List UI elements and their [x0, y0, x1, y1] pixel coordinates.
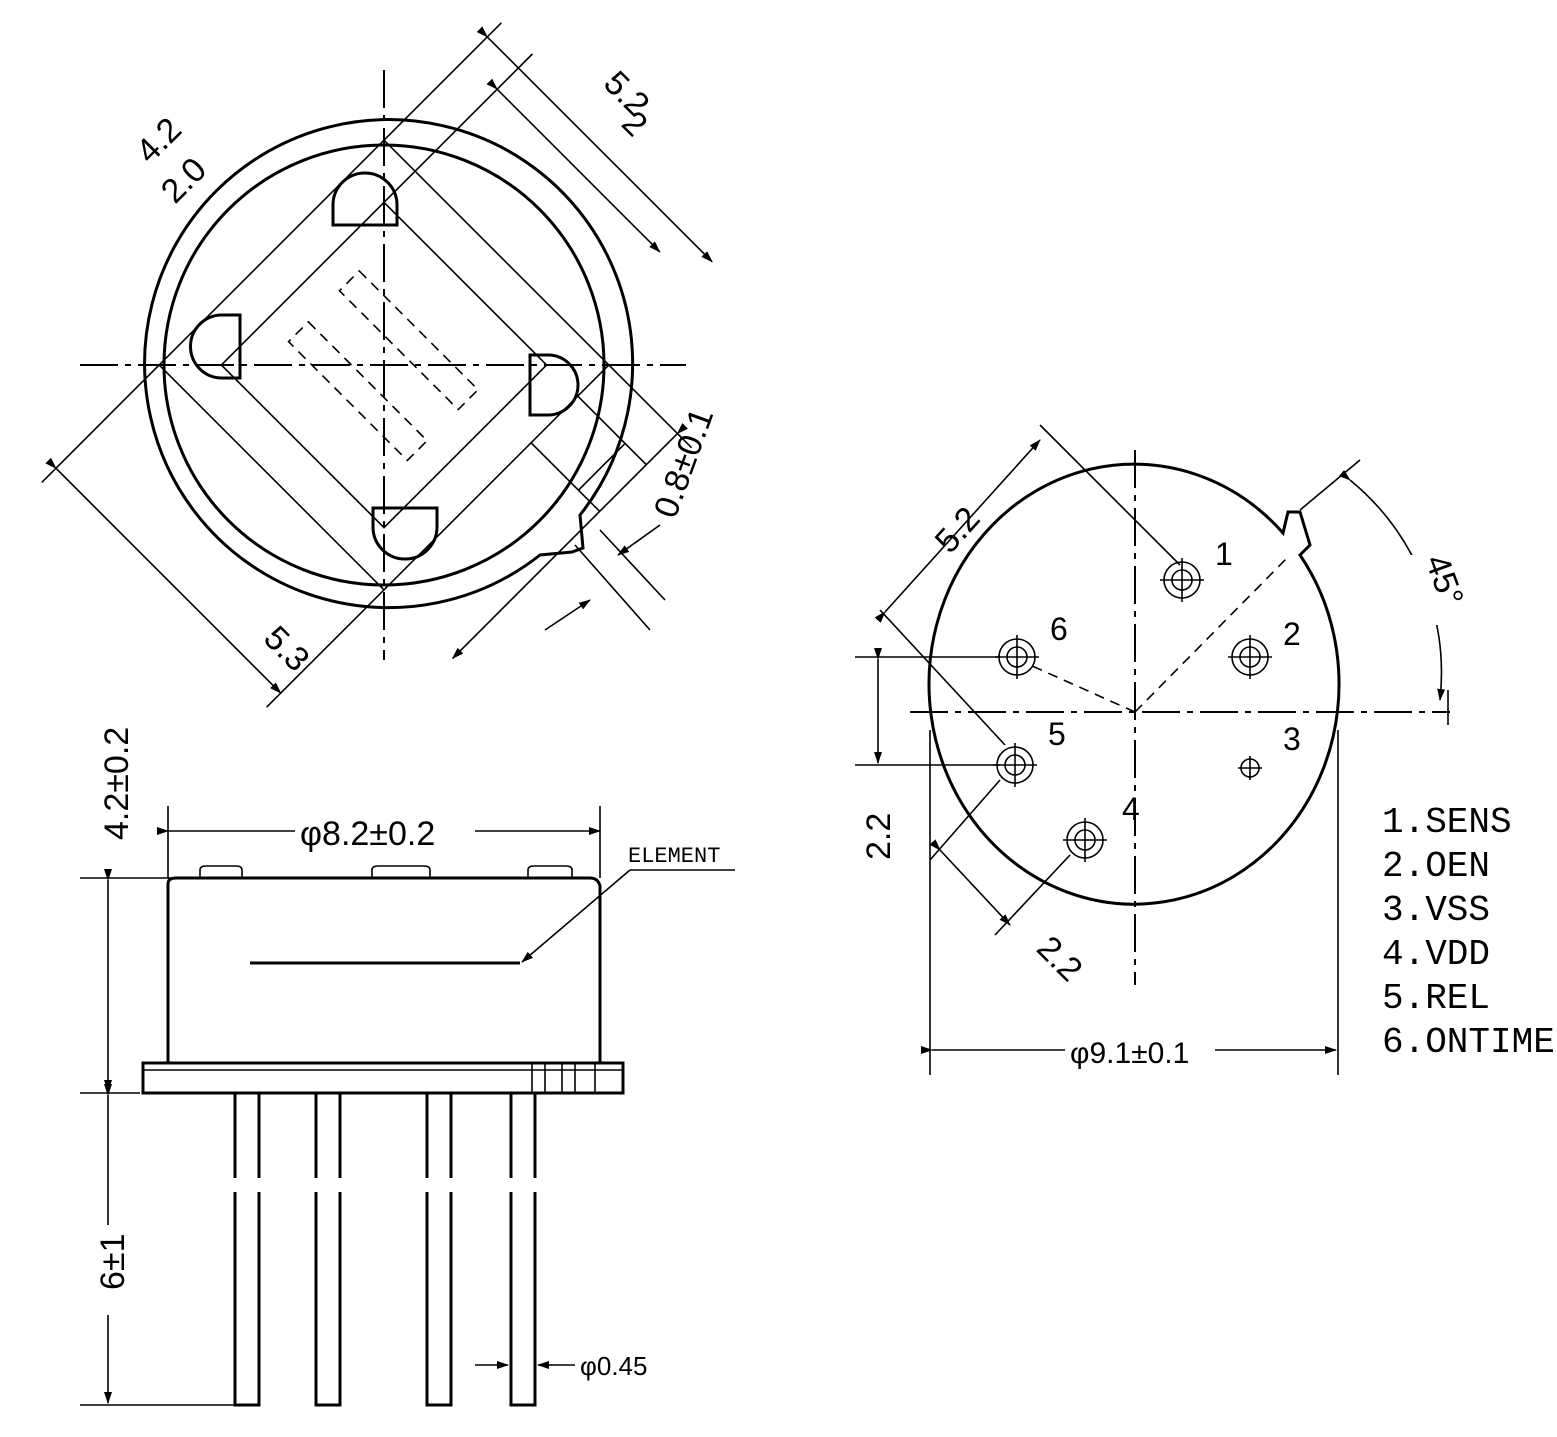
top-view-outer-ring [143, 118, 635, 610]
top-view: 4.2 2.0 5.2 2 0.8±0.1 5.3 [41, 22, 721, 708]
pin-number-3: 3 [1283, 721, 1301, 757]
bottom-view-diameter: φ9.1±0.1 [1070, 1037, 1189, 1070]
bottom-view-pins: 1 2 3 4 5 6 [993, 536, 1301, 862]
top-view-pad-bottom [371, 506, 439, 561]
pin-number-4: 4 [1122, 791, 1140, 827]
top-view-pad-right [528, 353, 580, 417]
legend-item-3: 3.VSS [1382, 890, 1490, 931]
side-view-lead-length: 6±1 [94, 1234, 132, 1290]
lead-diameter: φ0.45 [580, 1351, 647, 1381]
pin-number-1: 1 [1215, 536, 1233, 572]
legend-item-6: 6.ONTIME [1382, 1022, 1555, 1063]
legend-item-1: 1.SENS [1382, 802, 1512, 843]
top-view-element-1 [338, 269, 480, 411]
side-view-header [141, 1061, 625, 1095]
top-view-dim-0-8: 0.8±0.1 [647, 403, 721, 522]
side-view-can [166, 876, 602, 1062]
side-view-height: 4.2±0.2 [98, 727, 136, 840]
legend-item-4: 4.VDD [1382, 934, 1490, 975]
side-view-diameter: φ8.2±0.2 [300, 815, 435, 853]
side-view: ELEMENT φ8.2±0.2 4.2±0.2 6±1 φ0.45 [80, 727, 735, 1407]
top-view-pad-top [331, 171, 399, 227]
element-label: ELEMENT [628, 844, 720, 869]
bottom-view-dim-2-2-diagonal: 2.2 [1029, 929, 1089, 989]
pin-number-2: 2 [1283, 616, 1301, 652]
pin-legend: 1.SENS 2.OEN 3.VSS 4.VDD 5.REL 6.ONTIME [1382, 802, 1555, 1063]
bottom-view-dim-2-2-vertical: 2.2 [860, 813, 898, 860]
side-view-leads [230, 1091, 540, 1407]
pin-number-5: 5 [1048, 716, 1066, 752]
top-view-pad-left [189, 313, 242, 380]
top-view-element-2 [287, 320, 429, 462]
legend-item-2: 2.OEN [1382, 846, 1490, 887]
legend-item-5: 5.REL [1382, 978, 1490, 1019]
bottom-view: 1 2 3 4 5 6 5.2 45° 2.2 2.2 φ9 [855, 424, 1471, 1075]
pin-number-6: 6 [1050, 611, 1068, 647]
top-view-dim-5-3: 5.3 [256, 619, 316, 679]
